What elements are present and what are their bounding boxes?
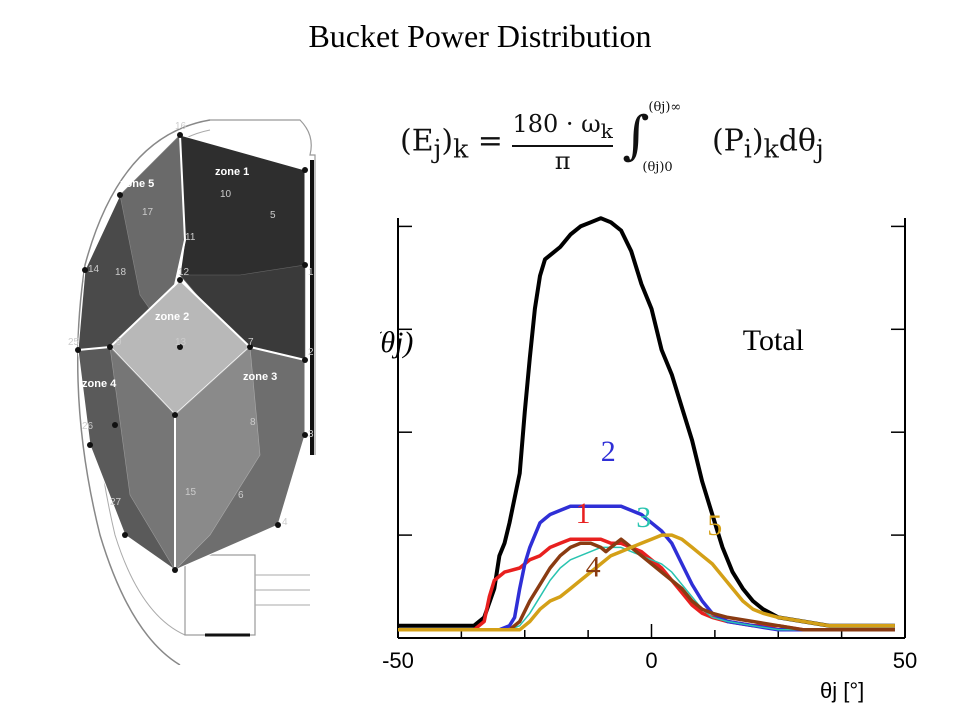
lower-port — [184, 554, 256, 636]
formula-equals: = — [468, 123, 513, 159]
node-label-1: 1 — [308, 267, 314, 278]
node-label-9: 9 — [116, 337, 122, 348]
node-label-15: 15 — [185, 487, 197, 498]
zone-3-label: zone 3 — [243, 371, 277, 383]
formula-denominator: π — [554, 146, 571, 175]
node-label-2: 2 — [308, 347, 314, 358]
series-line-4 — [398, 537, 895, 632]
vessel-right-wall — [210, 119, 316, 455]
series-line-5 — [398, 533, 895, 632]
node-label-13: 13 — [175, 337, 187, 348]
formula-lhs: (E — [400, 123, 434, 159]
node-label-14: 14 — [88, 264, 100, 275]
mesh-nodes — [75, 132, 308, 573]
node-label-26: 26 — [82, 421, 94, 432]
formula-differential-sub: j — [815, 134, 824, 164]
energy-formula: (Ej)k = 180 · ωk π ∫ (θj)∞ (θj)0 (Pi)kdθ… — [400, 88, 920, 175]
formula-upper-limit: (θj)∞ — [648, 100, 682, 116]
slide-title: Bucket Power Distribution — [308, 18, 652, 54]
formula-integrand-tail: ) — [751, 123, 764, 159]
x-axis-label: θj [°] — [820, 678, 864, 703]
node-label-11: 11 — [185, 232, 196, 243]
series-annotation-2: 2 — [601, 435, 616, 468]
series-line-total — [398, 216, 895, 628]
node-label-3: 3 — [308, 429, 314, 440]
series-annotation-1: 1 — [575, 497, 590, 530]
formula-integral: ∫ — [622, 106, 650, 167]
series-line-1 — [398, 537, 895, 632]
formula-lower-limit: (θj)0 — [642, 160, 673, 176]
zone-5-label: zone 5 — [120, 178, 154, 190]
node-label-8: 8 — [250, 417, 256, 428]
zone-2-label: zone 2 — [155, 311, 189, 323]
node-label-18: 18 — [115, 267, 127, 278]
series-annotation-total: Total — [743, 324, 804, 357]
x-tick-label: 0 — [645, 648, 657, 673]
formula-numerator: 180 · ω — [512, 110, 601, 138]
series-annotation-3: 3 — [636, 501, 651, 534]
node-label-17: 17 — [142, 207, 154, 218]
formula-lhs-k: k — [453, 134, 469, 164]
node-label-27: 27 — [110, 497, 122, 508]
node-label-6: 6 — [238, 490, 244, 501]
node-label-5: 5 — [270, 210, 276, 221]
chart-labels-layer: Total 123 4 5 — [575, 324, 804, 583]
y-axis-label: P(θj) — [380, 326, 413, 359]
vessel-outline — [76, 119, 211, 665]
formula-lhs-tail: ) — [441, 123, 454, 159]
node-label-25: 25 — [68, 337, 80, 348]
zone-4-label: zone 4 — [82, 378, 117, 390]
formula-integrand-k: k — [763, 134, 779, 164]
zone-1-label: zone 1 — [215, 166, 249, 178]
formula-integrand: (P — [711, 123, 744, 159]
series-annotation-5: 5 — [707, 509, 722, 542]
formula-differential: dθ — [778, 123, 816, 159]
node-label-10: 10 — [220, 189, 232, 200]
node-label-16: 16 — [175, 121, 187, 132]
bucket-cross-section-diagram: zone 5 zone 1 zone 2 zone 3 zone 4 16 10… — [68, 119, 316, 665]
chart-axes: -50 0 50 θj [°] P(θj) — [380, 218, 917, 703]
chart-series-layer — [398, 216, 895, 632]
x-tick-label: 50 — [893, 648, 917, 673]
node-label-7: 7 — [248, 337, 254, 348]
node-label-4: 4 — [282, 517, 288, 528]
formula-integrand-sub: i — [743, 134, 752, 164]
x-tick-label: -50 — [382, 648, 414, 673]
power-distribution-chart: -50 0 50 θj [°] P(θj) Total 123 4 5 — [380, 216, 917, 703]
node-label-12: 12 — [178, 267, 190, 278]
formula-numerator-sub: k — [600, 118, 613, 143]
series-annotation-4: 4 — [586, 550, 601, 583]
formula-lhs-sub: j — [433, 134, 442, 164]
